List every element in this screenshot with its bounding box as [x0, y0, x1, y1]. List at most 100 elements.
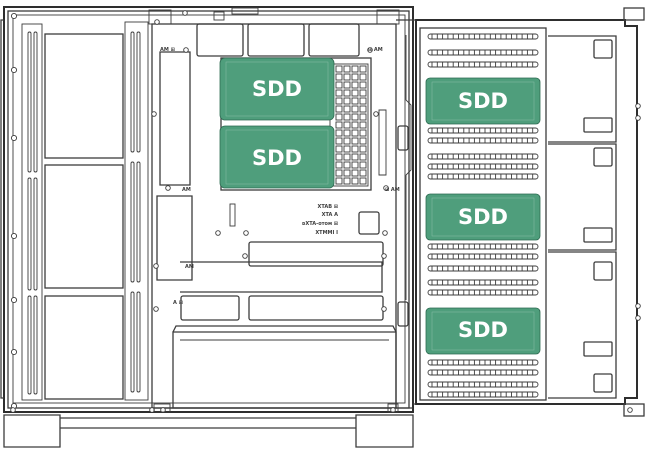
cage-grid-cell: [351, 81, 359, 89]
cage-grid-cell: [335, 129, 343, 137]
cage-grid-cell: [351, 153, 359, 161]
cage-grid-cell: [335, 73, 343, 81]
sdd-label-4: SDD: [458, 205, 508, 229]
sdd-module-1: SDD: [219, 57, 335, 121]
cage-grid-cell: [359, 81, 367, 89]
cage-grid-cell: [335, 97, 343, 105]
cage-grid-cell: [343, 97, 351, 105]
corner-mark-6: AM: [185, 264, 194, 270]
connector-label-4: XTMMI I: [315, 230, 338, 236]
cage-grid-cell: [359, 161, 367, 169]
sdd-module-2: SDD: [219, 125, 335, 189]
corner-mark-2: ⊞ AM: [368, 47, 383, 53]
rail-slot: [427, 163, 539, 170]
cage-grid-cell: [351, 105, 359, 113]
cage-grid-cell: [359, 113, 367, 121]
drive-bay-rails: [427, 33, 539, 398]
cage-grid-cell: [359, 89, 367, 97]
cage-grid-cell: [359, 121, 367, 129]
rail-slot: [427, 279, 539, 286]
connector-label-2: XTA A: [322, 212, 338, 218]
cage-grid-cell: [335, 81, 343, 89]
connector-labels: XTAB ⊞ XTA A ᴅXTA-ᴏᴛᴏᴍ ⊞ XTMMI I: [302, 204, 338, 236]
rail-slot: [427, 49, 539, 56]
cage-grid-cell: [359, 153, 367, 161]
cage-grid-cell: [335, 89, 343, 97]
drive-cage-grid: [335, 65, 367, 185]
connector-label-1: XTAB ⊞: [318, 204, 339, 210]
cage-grid-cell: [343, 81, 351, 89]
cage-grid-cell: [359, 97, 367, 105]
sdd-label-5: SDD: [458, 318, 508, 342]
rail-slot: [427, 33, 539, 40]
cage-grid-cell: [343, 73, 351, 81]
sdd-module-3: SDD: [425, 77, 541, 125]
rail-slot: [427, 173, 539, 180]
corner-mark-1: AM ⊞: [160, 47, 175, 53]
cage-grid-cell: [335, 121, 343, 129]
rail-slot: [427, 61, 539, 68]
cage-grid-cell: [351, 121, 359, 129]
cage-grid-cell: [343, 177, 351, 185]
cage-grid-cell: [343, 137, 351, 145]
cage-grid-cell: [335, 65, 343, 73]
cage-grid-cell: [343, 65, 351, 73]
cage-grid-cell: [343, 161, 351, 169]
corner-mark-4: ⊞ AM: [385, 187, 400, 193]
hinge-strip: [153, 19, 413, 413]
cage-grid-cell: [351, 89, 359, 97]
rail-slot: [427, 243, 539, 250]
cage-grid-cell: [351, 161, 359, 169]
rail-slot: [427, 127, 539, 134]
sdd-label-1: SDD: [252, 77, 302, 101]
cage-grid-cell: [359, 129, 367, 137]
cage-grid-cell: [359, 137, 367, 145]
rail-slot: [427, 369, 539, 376]
cage-grid-cell: [335, 105, 343, 113]
corner-mark-5: A ⊞: [173, 300, 183, 306]
cage-grid-cell: [351, 145, 359, 153]
cage-grid-cell: [335, 153, 343, 161]
cage-grid-cell: [351, 177, 359, 185]
cage-grid-cell: [343, 145, 351, 153]
sdd-label-3: SDD: [458, 89, 508, 113]
cage-grid-cell: [359, 145, 367, 153]
rail-slot: [427, 391, 539, 398]
cage-grid-cell: [335, 169, 343, 177]
rail-slot: [427, 137, 539, 144]
cage-grid-cell: [343, 121, 351, 129]
cage-grid-cell: [343, 153, 351, 161]
drive-bay-panel: [413, 7, 645, 417]
fan-mount-panels: [44, 21, 149, 401]
cage-grid-cell: [335, 161, 343, 169]
cage-grid-cell: [343, 89, 351, 97]
cage-grid-cell: [351, 137, 359, 145]
rail-slot: [427, 265, 539, 272]
left-vent-rail: [21, 23, 43, 401]
sdd-module-5: SDD: [425, 307, 541, 355]
rail-slot: [427, 253, 539, 260]
cage-grid-cell: [359, 105, 367, 113]
sdd-label-2: SDD: [252, 146, 302, 170]
cage-grid-cell: [335, 145, 343, 153]
cage-grid-cell: [359, 177, 367, 185]
cage-grid-cell: [343, 169, 351, 177]
cage-grid-cell: [335, 177, 343, 185]
cage-grid-cell: [343, 105, 351, 113]
rail-slot: [427, 359, 539, 366]
sdd-module-4: SDD: [425, 193, 541, 241]
cage-grid-cell: [335, 137, 343, 145]
connector-label-3: ᴅXTA-ᴏᴛᴏᴍ ⊞: [302, 221, 338, 227]
corner-marks: AM ⊞ ⊞ AM AM ⊞ AM A ⊞ AM: [160, 47, 400, 306]
cage-grid-cell: [351, 129, 359, 137]
cage-grid-cell: [351, 113, 359, 121]
cage-grid-cell: [343, 113, 351, 121]
cage-grid-cell: [351, 97, 359, 105]
rail-slot: [427, 381, 539, 388]
left-screw-holes: [10, 12, 18, 410]
tray-screw-holes: [10, 10, 396, 413]
cage-grid-cell: [359, 169, 367, 177]
rail-slot: [427, 289, 539, 296]
cage-grid-cell: [359, 65, 367, 73]
